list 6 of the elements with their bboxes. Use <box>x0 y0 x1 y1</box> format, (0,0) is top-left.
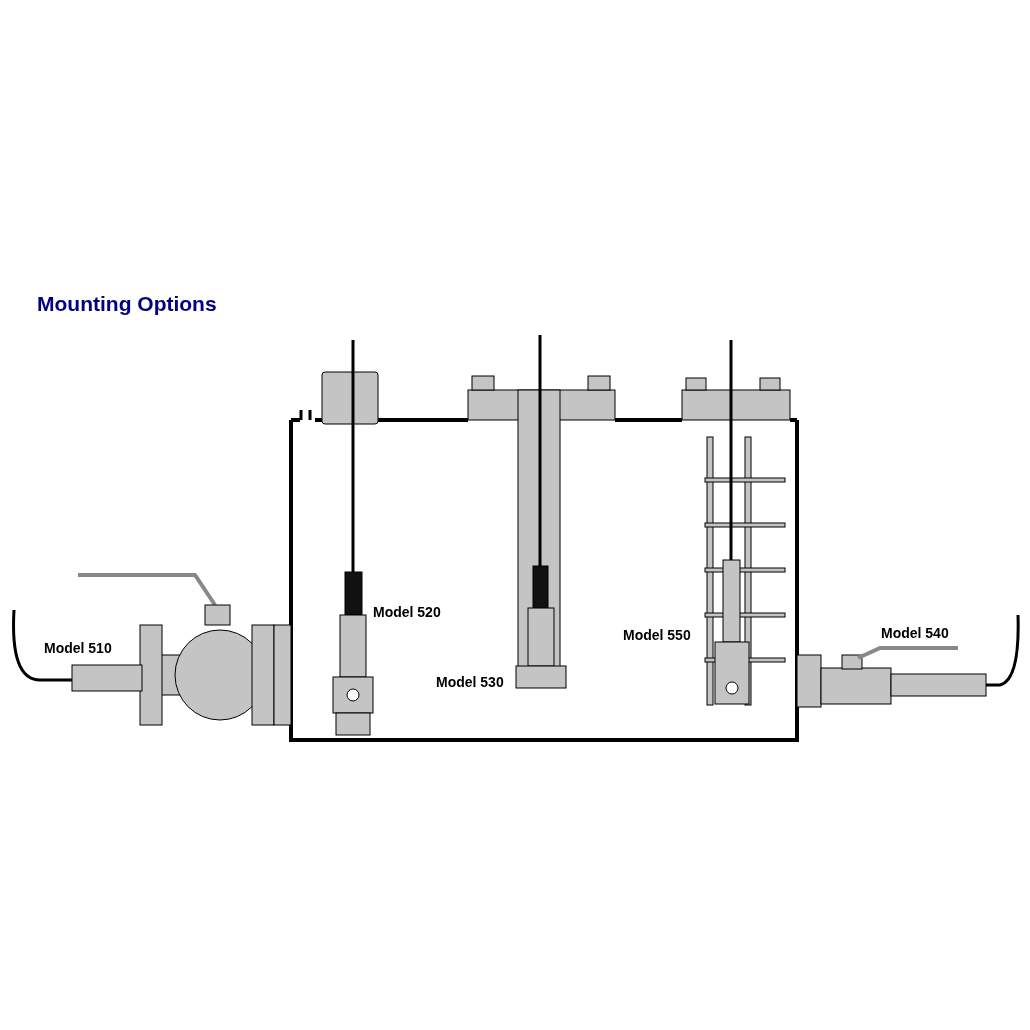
model-label: Model 510 <box>44 639 112 658</box>
model-label: Model 530 <box>436 673 504 692</box>
model-label: Model 520 <box>373 603 441 622</box>
title: Mounting Options <box>37 291 217 317</box>
model-label: Model 550 <box>623 626 691 645</box>
model-label: Model 540 <box>881 624 949 643</box>
